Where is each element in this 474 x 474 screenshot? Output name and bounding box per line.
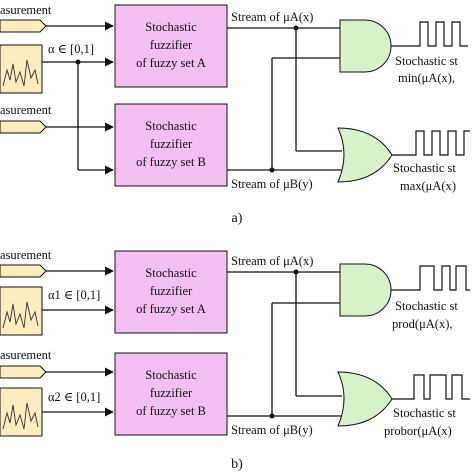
or-gate-icon [337,371,393,427]
pulse-train-icon [412,130,470,156]
alpha2-signal-box [0,387,43,437]
alpha-noise-plot [2,59,39,87]
out-and-line1: Stochastic st [395,54,458,68]
pulse-train-icon [412,374,470,400]
stream-a-label: Stream of μA(x) [231,10,313,24]
fuzzifier-b-line3: of fuzzy set B [136,155,206,169]
fuzzifier-a-box [114,250,228,334]
alpha1-label: α1 ∈ [0,1] [48,288,100,302]
fuzzifier-b-line1: Stochastic [145,119,197,133]
alpha1-noise-plot [2,301,39,329]
alpha2-label: α2 ∈ [0,1] [48,390,100,404]
and-gate-icon [339,263,392,317]
fuzzifier-a-line1: Stochastic [145,266,197,280]
stream-b-label: Stream of μB(y) [231,177,313,191]
fuzzifier-a-line2: fuzzifier [150,284,193,298]
fuzzifier-b-line2: fuzzifier [150,386,193,400]
fuzzifier-a-line2: fuzzifier [150,38,193,52]
measurement-input-1-shape [0,264,47,278]
fuzzifier-b-line2: fuzzifier [150,137,193,151]
alpha-label: α ∈ [0,1] [48,42,94,56]
measurement-input-2-label: asurement [0,348,52,362]
panel-a-caption: a) [232,211,243,226]
out-or-line2: max(μA(x) [400,179,456,193]
measurement-input-1-shape [0,19,47,33]
fuzzifier-a-line3: of fuzzy set A [136,56,206,70]
fuzzifier-b-box [114,352,228,436]
measurement-input-2-label: asurement [0,103,52,117]
or-gate-icon [337,127,393,183]
out-and-line1: Stochastic st [395,299,458,313]
pulse-train-icon [412,265,470,291]
stream-b-label: Stream of μB(y) [231,423,313,437]
stream-a-label: Stream of μA(x) [231,254,313,268]
out-or-line1: Stochastic st [393,161,456,175]
fuzzifier-a-line3: of fuzzy set A [136,302,206,316]
fuzzifier-b-line1: Stochastic [145,368,197,382]
out-and-line2: min(μA(x), [398,71,455,85]
measurement-input-1-label: asurement [0,248,52,262]
out-or-line1: Stochastic st [393,406,456,420]
fuzzifier-b-box [114,103,228,187]
panel-a: asurement α ∈ [0,1] asurement Stochastic… [0,3,470,226]
and-gate-icon [339,19,392,73]
alpha2-noise-plot [2,402,39,430]
panel-b: asurement α1 ∈ [0,1] asurement α2 ∈ [0,1… [0,248,470,472]
fuzzifier-a-line1: Stochastic [145,20,197,34]
fuzzifier-a-box [114,4,228,88]
measurement-input-2-shape [0,120,47,134]
alpha-signal-box [0,44,43,94]
measurement-input-2-shape [0,365,47,379]
alpha1-signal-box [0,286,43,336]
out-or-line2: probor(μA(x) [384,424,452,438]
pulse-train-icon [412,21,468,47]
fuzzifier-b-line3: of fuzzy set B [136,404,206,418]
out-and-line2: prod(μA(x), [392,317,453,331]
panel-b-caption: b) [231,457,243,472]
measurement-input-1-label: asurement [0,3,52,17]
